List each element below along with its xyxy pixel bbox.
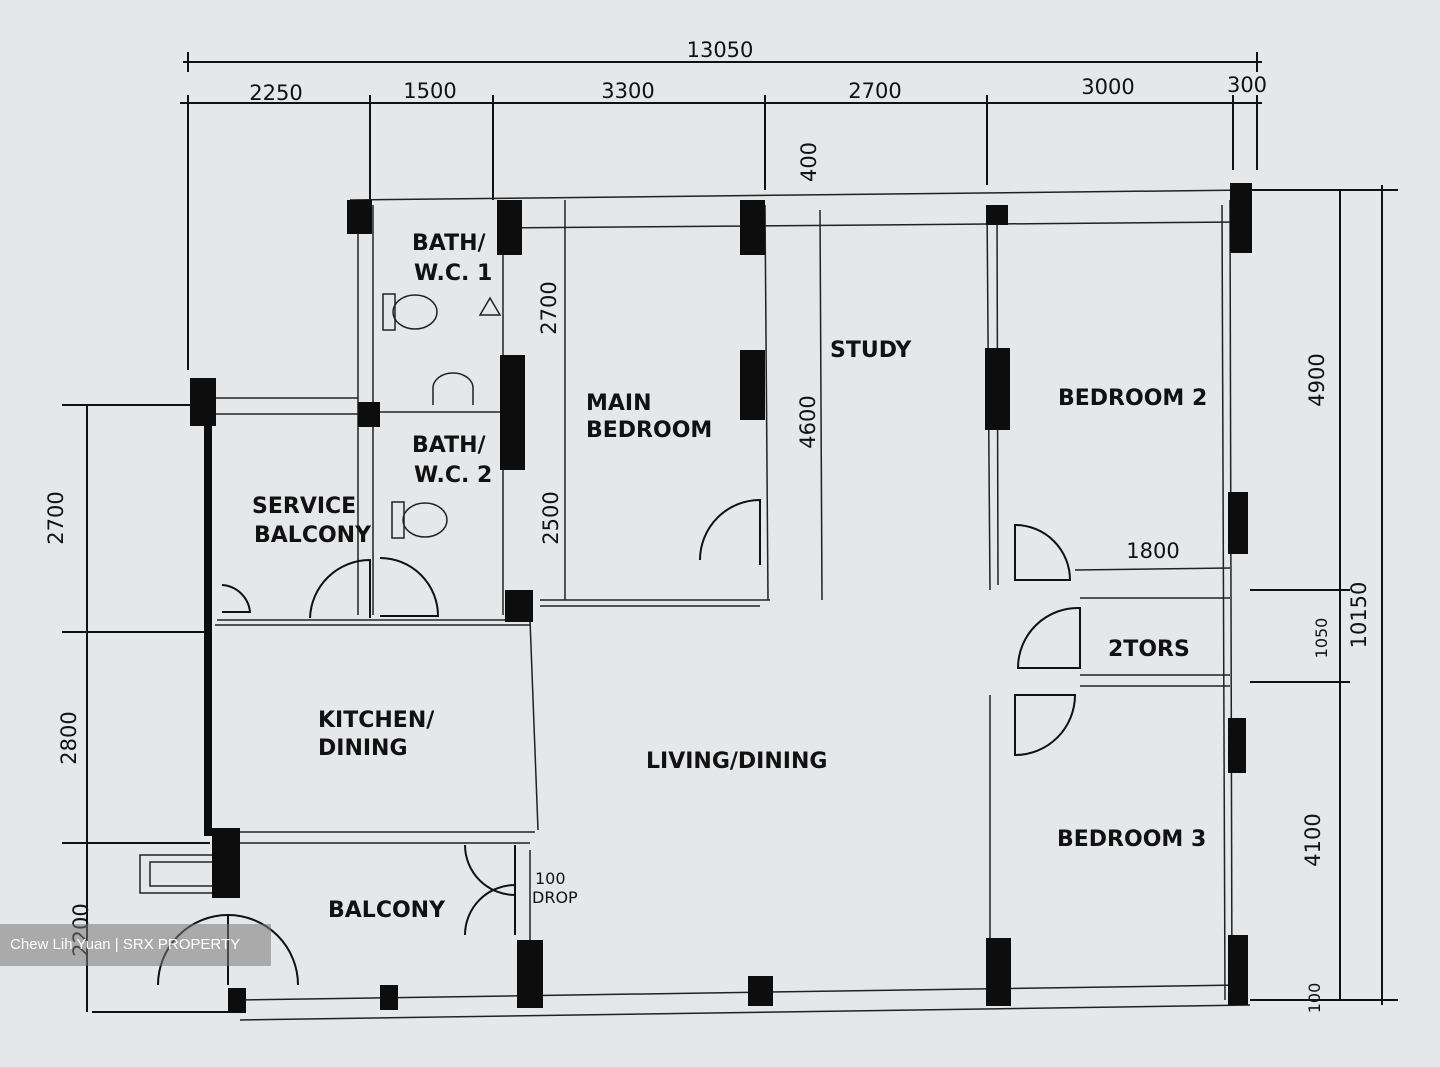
label-drop-line2: DROP [532,888,578,907]
watermark: Chew Lih Yuan | SRX PROPERTY [0,924,271,966]
label-service-line2: BALCONY [254,523,372,548]
label-living: LIVING/DINING [646,749,827,774]
dim-top-5: 3000 [1081,75,1134,99]
dim-top-4: 2700 [848,79,901,103]
label-main-line1: MAIN [586,391,652,416]
dim-study-depth: 4600 [796,395,820,448]
dim-store-width: 1800 [1126,539,1179,563]
fixtures [382,293,502,539]
dim-total-width: 13050 [687,38,754,62]
label-drop-line1: 100 [535,869,566,888]
label-bath1-line1: BATH/ [412,231,487,256]
dimension-lines [62,52,1398,1013]
doors [157,498,1081,986]
label-bath2-line2: W.C. 2 [414,463,492,488]
room-labels: BATH/ W.C. 1 BATH/ W.C. 2 SERVICE BALCON… [252,231,1207,923]
dim-right-2: 1050 [1312,618,1331,659]
dim-top-3: 3300 [601,79,654,103]
label-bedroom2: BEDROOM 2 [1058,386,1207,411]
label-main-line2: BEDROOM [586,418,712,443]
dim-right-3: 4100 [1301,813,1325,866]
dim-bath-upper: 2700 [537,281,561,334]
wall-outlines [139,189,1251,1021]
dim-bath-lower: 2500 [539,491,563,544]
label-service-line1: SERVICE [252,494,356,519]
dim-right-1: 4900 [1305,353,1329,406]
label-study: STUDY [830,338,912,363]
label-balcony: BALCONY [328,898,446,923]
label-bedroom3: BEDROOM 3 [1057,827,1206,852]
dim-top-6: 300 [1227,73,1267,97]
dim-top-1: 2250 [249,81,302,105]
dim-right-4: 100 [1305,983,1324,1014]
dim-left-1: 2700 [44,491,68,544]
dim-study-window: 400 [797,142,821,182]
dimension-labels: 13050 2250 1500 3300 2700 3000 300 2700 … [44,38,1371,1013]
dim-top-2: 1500 [403,79,456,103]
columns [190,183,1252,1013]
label-stores: 2TORS [1108,637,1190,662]
label-kitchen-line1: KITCHEN/ [318,708,435,733]
label-kitchen-line2: DINING [318,736,408,761]
label-bath1-line2: W.C. 1 [414,261,492,286]
label-bath2-line1: BATH/ [412,433,487,458]
dim-right-total: 10150 [1347,582,1371,649]
dim-left-2: 2800 [57,711,81,764]
